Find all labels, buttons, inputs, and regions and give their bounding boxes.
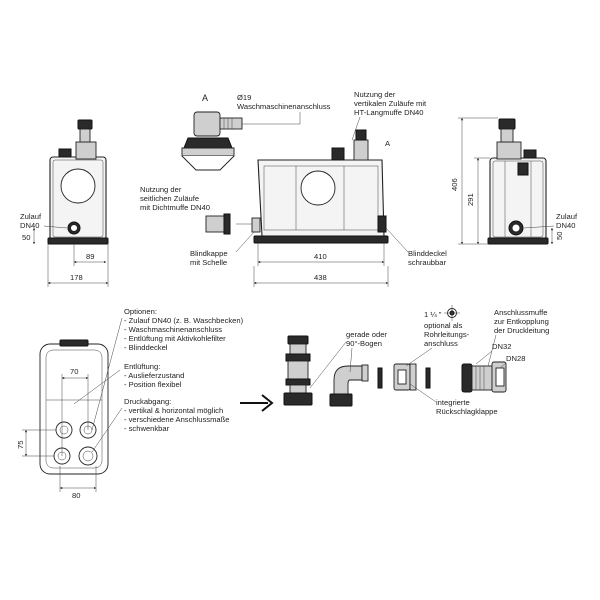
pressure-outlet-item: - verschiedene Anschlussmaße: [124, 415, 230, 424]
vertical-inlets-line2: vertikalen Zuläufe mit: [354, 99, 427, 108]
blind-cap-line1: Blindkappe: [190, 249, 228, 258]
options-item: - Blinddeckel: [124, 343, 168, 352]
sealing-sleeve: [205, 213, 231, 235]
blind-cap-line2: mit Schelle: [190, 258, 227, 267]
dim-406: 406: [450, 178, 459, 191]
options-item: - Entlüftung mit Aktivkohlefilter: [124, 334, 226, 343]
pressure-outlet-item: - schwenkbar: [124, 424, 170, 433]
coupling-line1: Anschlussmuffe: [494, 308, 547, 317]
optional-line3: anschluss: [424, 339, 458, 348]
inlet-dn-left: DN40: [20, 221, 39, 230]
dim-50-left: 50: [22, 233, 30, 242]
venting-item: - Auslieferzustand: [124, 371, 184, 380]
straight-or-bend-line2: 90°-Bogen: [346, 339, 382, 348]
side-view: [251, 129, 389, 244]
dim-291: 291: [466, 193, 475, 206]
dim-438: 438: [314, 273, 327, 282]
optional-line2: Rohrleitungs-: [424, 330, 470, 339]
front-view: [47, 119, 109, 245]
thread-icon: [444, 305, 460, 321]
venting-title: Entlüftung:: [124, 362, 160, 371]
dim-50-right: 50: [555, 232, 564, 240]
dn28-label: DN28: [506, 354, 525, 363]
pressure-outlet-title: Druckabgang:: [124, 397, 171, 406]
washing-machine-connection-label: Waschmaschinenanschluss: [237, 102, 331, 111]
vertical-inlets-line1: Nutzung der: [354, 90, 396, 99]
straight-outlet: [283, 335, 313, 406]
top-view: [39, 339, 109, 475]
coupling-line3: der Druckleitung: [494, 326, 549, 335]
options-title: Optionen:: [124, 307, 157, 316]
pressure-outlet-item: - vertikal & horizontal möglich: [124, 406, 223, 415]
side-inlets-line1: Nutzung der: [140, 185, 182, 194]
pressure-outlet-block: Druckabgang: - vertikal & horizontal mög…: [124, 397, 230, 433]
diameter-label: Ø19: [237, 93, 251, 102]
side-inlets-line3: mit Dichtmuffe DN40: [140, 203, 210, 212]
inlet-dn-right: DN40: [556, 221, 575, 230]
venting-block: Entlüftung: - Auslieferzustand - Positio…: [124, 362, 184, 389]
dn32-label: DN32: [492, 342, 511, 351]
blind-lid-line1: Blinddeckel: [408, 249, 447, 258]
dim-178: 178: [70, 273, 83, 282]
options-item: - Waschmaschinenanschluss: [124, 325, 222, 334]
venting-item: - Position flexibel: [124, 380, 182, 389]
detail-a-washing-machine-connector: [181, 111, 243, 171]
dim-80: 80: [72, 491, 80, 500]
dim-89: 89: [86, 252, 94, 261]
arrow-a-label: A: [385, 139, 391, 148]
check-valve-parts: [377, 363, 431, 391]
dim-70: 70: [70, 367, 78, 376]
bend-outlet: [329, 364, 369, 407]
arrow-right-icon: [240, 394, 274, 412]
optional-line1: optional als: [424, 321, 463, 330]
check-valve-line1: integrierte: [436, 398, 470, 407]
pipe-connection-fraction: 1 ¼ ": [424, 310, 442, 319]
options-block: Optionen: - Zulauf DN40 (z. B. Waschbeck…: [124, 307, 244, 352]
coupling-line2: zur Entkopplung: [494, 317, 549, 326]
check-valve-line2: Rückschlagklappe: [436, 407, 498, 416]
rear-view: [487, 118, 549, 245]
options-item: - Zulauf DN40 (z. B. Waschbecken): [124, 316, 244, 325]
view-a-label: A: [202, 93, 208, 103]
vertical-inlets-line3: HT-Langmuffe DN40: [354, 108, 424, 117]
inlet-label-left: Zulauf: [20, 212, 42, 221]
blind-lid-line2: schraubbar: [408, 258, 446, 267]
inlet-label-right: Zulauf: [556, 212, 578, 221]
dim-410: 410: [314, 252, 327, 261]
straight-or-bend-line1: gerade oder: [346, 330, 387, 339]
side-inlets-line2: seitlichen Zuläufe: [140, 194, 199, 203]
coupling-sleeve: [461, 361, 507, 393]
dim-75: 75: [16, 441, 25, 449]
